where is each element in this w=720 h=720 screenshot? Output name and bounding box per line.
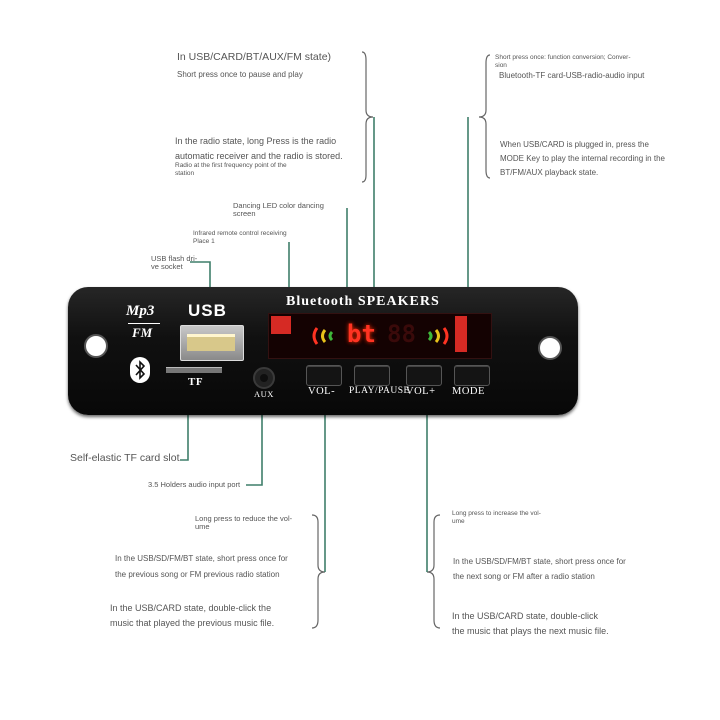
annotation-vol-plus-long-2: ume — [452, 518, 465, 525]
vol-minus-button[interactable] — [306, 365, 342, 386]
ir-receiver — [271, 316, 291, 334]
mount-hole-left — [84, 334, 108, 358]
annotation-mode-usb-2: MODE Key to play the internal recording … — [500, 154, 665, 163]
annotation-mode-chain: Bluetooth-TF card-USB-radio-audio input — [499, 71, 645, 80]
level-meter-icons — [312, 327, 449, 345]
annotation-vol-minus-short-2: the previous song or FM previous radio s… — [115, 570, 280, 579]
mp3-board: Mp3 FM USB TF AUX Bluetooth SPEAKERS 88 … — [68, 287, 578, 415]
led-display: 88 bt — [268, 313, 492, 359]
vol-plus-button[interactable] — [406, 365, 442, 386]
mount-hole-right — [538, 336, 562, 360]
annotation-usb-socket-1: USB flash dri- — [151, 254, 198, 263]
vol-minus-label: VOL- — [308, 386, 336, 397]
logo-fm: FM — [132, 325, 153, 340]
usb-socket[interactable] — [180, 325, 244, 361]
vol-plus-label: VOL+ — [406, 386, 436, 397]
annotation-vol-plus-double-2: the music that plays the next music file… — [452, 626, 609, 636]
annotation-mode-usb-1: When USB/CARD is plugged in, press the — [500, 140, 649, 149]
tf-label: TF — [188, 376, 204, 388]
annotation-mode-short-2: sion — [495, 62, 507, 69]
brace-vol-minus — [311, 514, 326, 629]
mode-button[interactable] — [454, 365, 490, 386]
annotation-play-pause: Short press once to pause and play — [177, 70, 303, 79]
annotation-play-state: In USB/CARD/BT/AUX/FM state) — [177, 51, 332, 63]
brace-play — [361, 51, 374, 183]
annotation-vol-plus-short-2: the next song or FM after a radio statio… — [453, 572, 595, 581]
annotation-radio-first-2: station — [175, 170, 195, 177]
annotation-vol-plus-short-1: In the USB/SD/FM/BT state, short press o… — [453, 557, 626, 566]
aux-label: AUX — [254, 389, 274, 399]
annotation-mode-usb-3: BT/FM/AUX playback state. — [500, 168, 599, 177]
aux-jack[interactable] — [253, 367, 275, 389]
annotation-vol-plus-long-1: Long press to increase the vol- — [452, 510, 541, 517]
annotation-ir-1: Infrared remote control receiving — [193, 230, 287, 237]
brace-vol-plus — [426, 514, 441, 629]
annotation-usb-socket-2: ve socket — [151, 262, 183, 271]
annotation-ir-2: Place 1 — [193, 238, 215, 245]
annotation-aux-port: 3.5 Holders audio input port — [148, 480, 241, 489]
play-pause-button[interactable] — [354, 365, 390, 386]
annotation-led-1: Dancing LED color dancing — [233, 201, 324, 210]
led-bar-right — [455, 316, 467, 352]
logo-divider — [128, 323, 160, 324]
annotation-led-2: screen — [233, 209, 256, 218]
annotation-vol-minus-long-1: Long press to reduce the vol- — [195, 514, 293, 523]
annotation-vol-minus-short-1: In the USB/SD/FM/BT state, short press o… — [115, 554, 288, 563]
bluetooth-icon — [130, 357, 150, 383]
tf-card-slot[interactable] — [166, 367, 222, 373]
annotation-tf-slot: Self-elastic TF card slot — [70, 452, 180, 464]
mode-label: MODE — [452, 386, 485, 397]
annotation-vol-minus-double-1: In the USB/CARD state, double-click the — [110, 603, 272, 613]
annotation-radio-long-2: automatic receiver and the radio is stor… — [175, 151, 343, 161]
brace-mode — [478, 54, 491, 179]
usb-label: USB — [188, 301, 227, 320]
annotation-vol-minus-long-2: ume — [195, 522, 210, 531]
annotation-vol-plus-double-1: In the USB/CARD state, double-click — [452, 611, 599, 621]
play-pause-label: PLAY/PAUSE — [349, 386, 410, 396]
annotation-vol-minus-double-2: music that played the previous music fil… — [110, 618, 275, 628]
logo-mp3: Mp3 — [126, 303, 155, 319]
board-title: Bluetooth SPEAKERS — [286, 294, 440, 309]
annotation-radio-long-1: In the radio state, long Press is the ra… — [175, 136, 337, 146]
annotation-mode-short-1: Short press once: function conversion; C… — [495, 54, 631, 61]
leader-aux — [246, 380, 263, 486]
display-text: bt — [347, 320, 376, 348]
annotation-radio-first-1: Radio at the first frequency point of th… — [175, 162, 287, 169]
